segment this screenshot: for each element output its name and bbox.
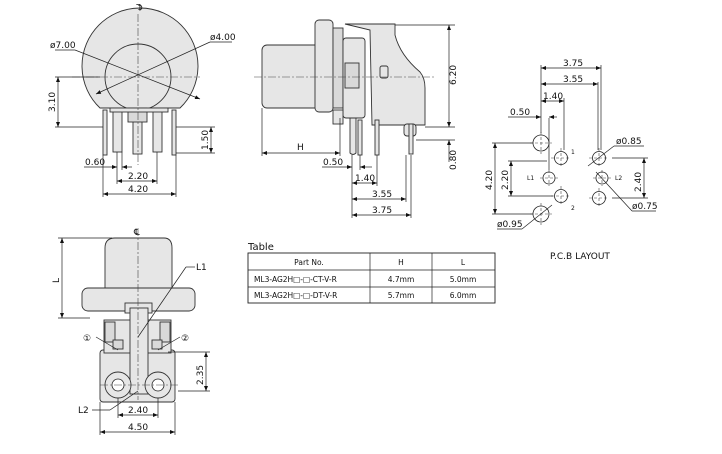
front-view: ℄ ø7.00 ø4.00 3.10 1.50 0.60 2.20 4.20 bbox=[48, 1, 236, 197]
table-row: ML3-AG2H□-□-DT-V-R 5.7mm 6.0mm bbox=[254, 291, 476, 300]
dim-l: L bbox=[52, 278, 62, 283]
pcb-layout-title: P.C.B LAYOUT bbox=[550, 252, 610, 262]
terminal-1-callout: ① bbox=[83, 334, 91, 344]
terminal-pins bbox=[102, 107, 177, 156]
dim-offset: 0.80 bbox=[449, 150, 459, 170]
pcb-dim-050: 0.50 bbox=[510, 108, 530, 118]
terminal-2-callout: ② bbox=[181, 334, 189, 344]
header-part-no: Part No. bbox=[294, 258, 324, 267]
table-row: ML3-AG2H□-□-CT-V-R 4.7mm 5.0mm bbox=[254, 275, 476, 284]
dim-240: 2.40 bbox=[128, 406, 148, 416]
dim-pin-length: 1.50 bbox=[201, 130, 211, 150]
cell-part-no: ML3-AG2H□-□-CT-V-R bbox=[254, 275, 337, 284]
table-header: Part No. H L bbox=[294, 258, 466, 267]
dim-height: 3.10 bbox=[48, 92, 58, 112]
part-table: Table Part No. H L ML3-AG2H□-□-CT-V-R 4.… bbox=[247, 242, 496, 304]
pcb-dim-355: 3.55 bbox=[563, 75, 583, 85]
pcb-dim-hole-075: ø0.75 bbox=[632, 202, 658, 212]
dim-outer-diameter: ø7.00 bbox=[50, 41, 76, 51]
dim-050: 0.50 bbox=[323, 158, 343, 168]
pcb-layout: 1 2 L1 L2 3.75 3.55 1.40 0.50 4.20 2.20 … bbox=[485, 59, 658, 262]
dim-140: 1.40 bbox=[355, 174, 375, 184]
l1-callout: L1 bbox=[196, 263, 207, 273]
table-title: Table bbox=[247, 242, 274, 253]
pcb-dim-220: 2.20 bbox=[501, 170, 511, 190]
pcb-dim-hole-085: ø0.85 bbox=[616, 137, 642, 147]
pcb-dim-375: 3.75 bbox=[563, 59, 583, 69]
pcb-dim-240: 2.40 bbox=[634, 172, 644, 192]
dim-pitch: 2.20 bbox=[128, 172, 148, 182]
cell-h: 5.7mm bbox=[388, 291, 415, 300]
l1-label: L1 bbox=[527, 175, 534, 182]
pin-2-label: 2 bbox=[571, 205, 575, 212]
cell-part-no: ML3-AG2H□-□-DT-V-R bbox=[254, 291, 337, 300]
bottom-view: ℄ L L1 L2 ① ② 2.35 2.40 4.50 bbox=[52, 228, 210, 435]
dim-pin-width: 0.60 bbox=[85, 158, 105, 168]
header-h: H bbox=[398, 258, 404, 267]
dim-h: H bbox=[297, 143, 304, 153]
dim-inner-diameter: ø4.00 bbox=[210, 33, 236, 43]
l2-label: L2 bbox=[615, 175, 622, 182]
pin-1-label: 1 bbox=[571, 149, 575, 156]
dim-235: 2.35 bbox=[196, 365, 206, 385]
pcb-dim-hole-095: ø0.95 bbox=[497, 220, 523, 230]
dim-450: 4.50 bbox=[128, 423, 148, 433]
l2-callout: L2 bbox=[78, 406, 89, 416]
pcb-dim-140: 1.40 bbox=[543, 92, 563, 102]
side-view: H 6.20 0.80 0.50 1.40 3.55 3.75 bbox=[254, 19, 459, 218]
dim-span: 4.20 bbox=[128, 185, 148, 195]
cell-l: 5.0mm bbox=[450, 275, 477, 284]
dim-375: 3.75 bbox=[372, 206, 392, 216]
bottom-centerline-symbol: ℄ bbox=[133, 228, 140, 238]
dim-body-height: 6.20 bbox=[449, 65, 459, 85]
centerline-symbol: ℄ bbox=[136, 1, 143, 11]
pcb-dim-420: 4.20 bbox=[485, 170, 495, 190]
header-l: L bbox=[461, 258, 466, 267]
cell-l: 6.0mm bbox=[450, 291, 477, 300]
cell-h: 4.7mm bbox=[388, 275, 415, 284]
dim-355: 3.55 bbox=[372, 190, 392, 200]
